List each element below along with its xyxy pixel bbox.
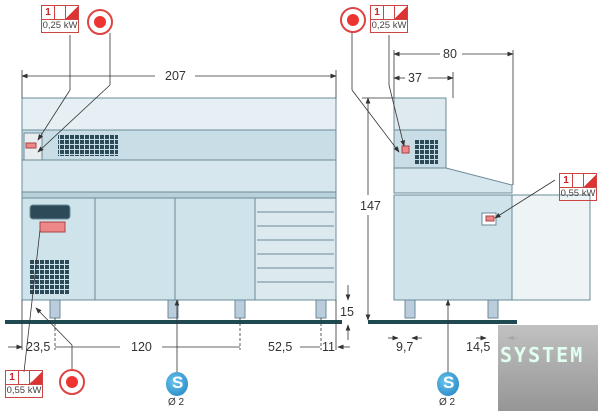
drain-diameter-label: Ø 2 bbox=[439, 397, 456, 408]
dim-leg-spacing-2: 52,5 bbox=[268, 340, 292, 354]
dim-leg-height: 15 bbox=[340, 305, 354, 319]
side-view bbox=[393, 97, 591, 319]
electrical-connection-icon bbox=[340, 7, 366, 33]
dim-width-total: 207 bbox=[165, 69, 186, 83]
water-drain-icon: S bbox=[166, 372, 188, 396]
dim-depth-top: 37 bbox=[408, 71, 422, 85]
dim-leg-spacing-1: 120 bbox=[131, 340, 152, 354]
water-drain-icon: S bbox=[437, 372, 459, 396]
watermark-logo: SYSTEM bbox=[498, 325, 598, 411]
electrical-connection-icon bbox=[59, 369, 85, 395]
dim-height-total: 147 bbox=[360, 199, 381, 213]
dim-side-leg-back: 14,5 bbox=[466, 340, 490, 354]
dim-side-leg-front: 9,7 bbox=[396, 340, 413, 354]
dim-leg-left: 23,5 bbox=[26, 340, 50, 354]
front-view bbox=[21, 97, 337, 319]
drain-diameter-label: Ø 2 bbox=[168, 397, 185, 408]
dimension-lines bbox=[8, 30, 556, 380]
dim-depth-total: 80 bbox=[443, 47, 457, 61]
electrical-connection-icon bbox=[87, 9, 113, 35]
dim-leg-right: 11 bbox=[322, 340, 335, 354]
